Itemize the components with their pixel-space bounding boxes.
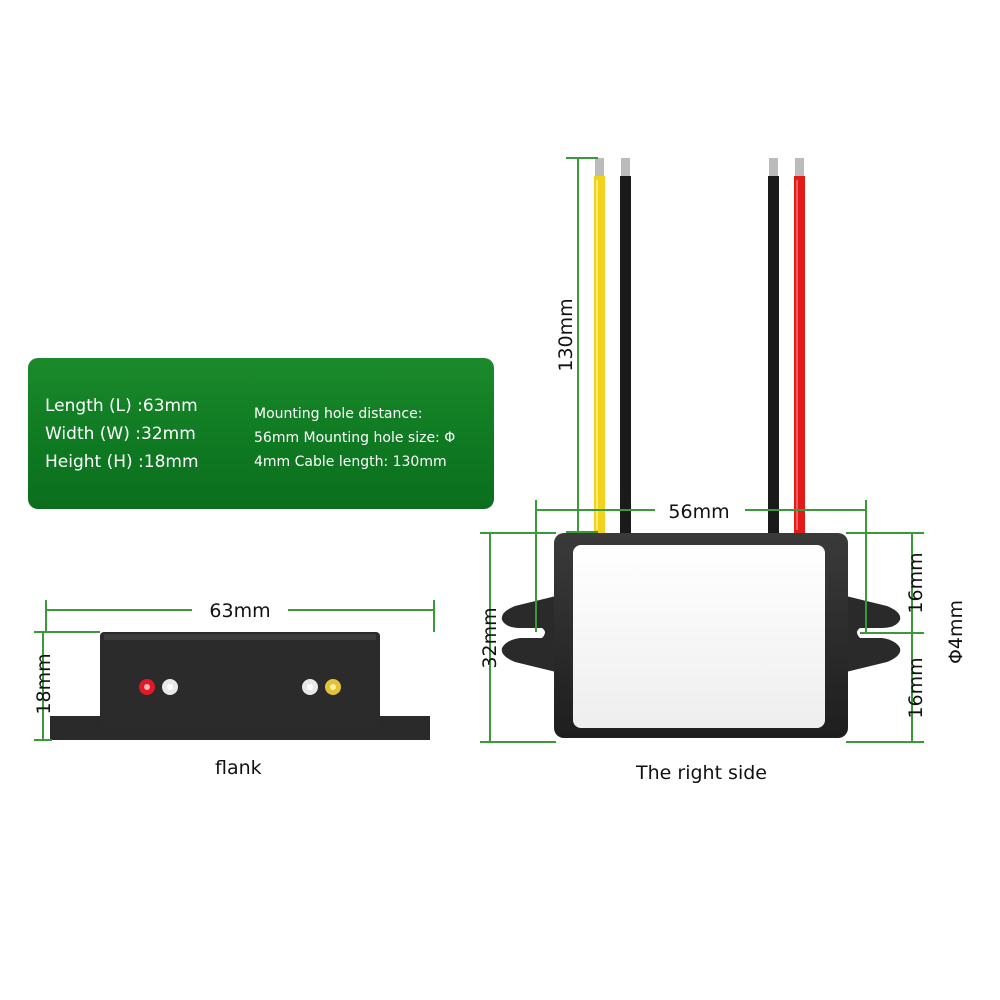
spec-mounting-1: Mounting hole distance: (254, 406, 423, 422)
caption-right-side: The right side (636, 762, 767, 784)
flank-housing (100, 632, 380, 730)
spec-mounting-2: 56mm Mounting hole size: Φ (254, 430, 456, 446)
dim-flank-height: 18mm (33, 653, 55, 714)
flank-connectors (139, 679, 341, 695)
dim-hole-distance: 56mm (668, 501, 729, 523)
dimension-specs: Length (L) :63mm Width (W) :32mm Height … (45, 392, 199, 476)
mounting-ear-right (846, 596, 901, 672)
dim-lower-half: 16mm (905, 657, 927, 718)
dim-hole-diameter: Φ4mm (945, 600, 967, 664)
wire-black-left (620, 158, 631, 536)
housing-label (573, 545, 825, 728)
mounting-specs: Mounting hole distance: 56mm Mounting ho… (254, 402, 484, 474)
dim-flank-length: 63mm (209, 600, 270, 622)
spec-panel: Length (L) :63mm Width (W) :32mm Height … (28, 358, 494, 509)
wire-yellow (594, 158, 605, 536)
caption-flank: flank (215, 757, 262, 779)
spec-width: Width (W) :32mm (45, 424, 196, 444)
spec-height: Height (H) :18mm (45, 452, 199, 472)
wire-black-right (768, 158, 779, 536)
dim-width: 32mm (479, 607, 501, 668)
spec-mounting-3: 4mm Cable length: 130mm (254, 454, 447, 470)
wire-red (794, 158, 805, 536)
dim-upper-half: 16mm (905, 552, 927, 613)
spec-length: Length (L) :63mm (45, 396, 198, 416)
mounting-ear-left (501, 596, 556, 672)
dim-cable-length: 130mm (555, 298, 577, 371)
flank-top-edge (104, 634, 376, 640)
